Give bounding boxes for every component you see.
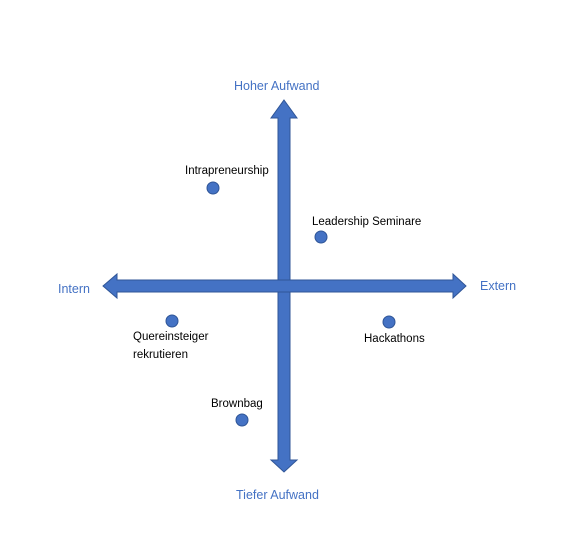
point-label-quereinsteiger-rekrutieren: Quereinsteiger rekrutieren	[133, 328, 208, 364]
point-brownbag	[235, 413, 249, 427]
point-label-intrapreneurship: Intrapreneurship	[185, 165, 269, 177]
point-hackathons	[382, 315, 396, 329]
point-intrapreneurship	[206, 181, 220, 195]
point-label-brownbag: Brownbag	[211, 398, 263, 410]
horizontal-axis-arrow	[102, 272, 467, 300]
point-label-hackathons: Hackathons	[364, 333, 425, 345]
axis-label-left: Intern	[58, 282, 90, 296]
point-label-line-1: Quereinsteiger	[133, 331, 209, 343]
axis-label-top: Hoher Aufwand	[234, 79, 320, 93]
axis-label-right: Extern	[480, 279, 517, 293]
axis-label-bottom: Tiefer Aufwand	[236, 488, 319, 502]
point-quereinsteiger-rekrutieren	[165, 314, 179, 328]
point-label-line-2: rekrutieren	[133, 349, 188, 361]
point-leadership-seminare	[314, 230, 328, 244]
point-label-leadership-seminare: Leadership Seminare	[312, 216, 422, 228]
